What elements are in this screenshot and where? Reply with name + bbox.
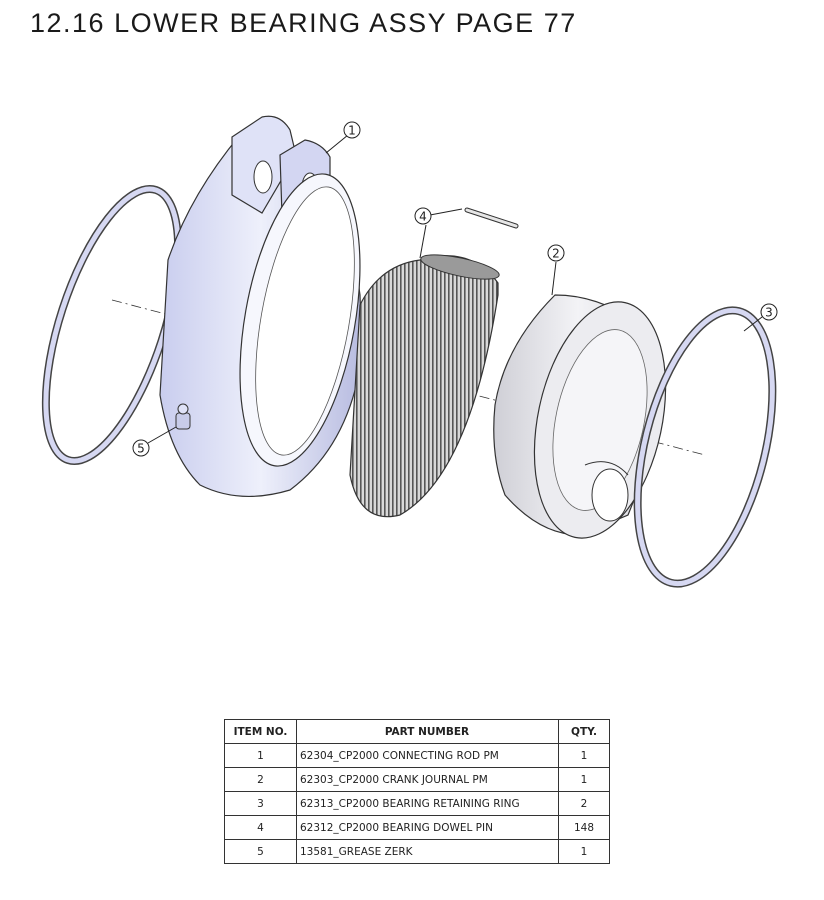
callout-1: 1 [325, 121, 361, 154]
grease-zerk [175, 403, 191, 430]
connecting-rod [159, 115, 363, 497]
cell-part: 13581_GREASE ZERK [296, 839, 559, 864]
cell-item: 2 [224, 767, 297, 792]
cell-part: 62304_CP2000 CONNECTING ROD PM [296, 743, 559, 768]
cell-part: 62313_CP2000 BEARING RETAINING RING [296, 791, 559, 816]
cell-item: 5 [224, 839, 297, 864]
callout-label-1: 1 [348, 124, 356, 138]
retaining-ring-right [633, 306, 777, 588]
table-header-row: ITEM NO. PART NUMBER QTY. [224, 719, 610, 744]
cell-part: 62303_CP2000 CRANK JOURNAL PM [296, 767, 559, 792]
callout-label-2: 2 [552, 247, 560, 261]
exploded-assembly-diagram: 1 2 3 4 5 [41, 115, 778, 588]
cell-item: 4 [224, 815, 297, 840]
cell-qty: 148 [558, 815, 610, 840]
cell-item: 3 [224, 791, 297, 816]
table-row: 2 62303_CP2000 CRANK JOURNAL PM 1 [224, 767, 610, 792]
retaining-ring-left [41, 184, 183, 466]
callout-5: 5 [132, 426, 177, 457]
header-qty: QTY. [558, 719, 610, 744]
table-row: 1 62304_CP2000 CONNECTING ROD PM 1 [224, 743, 610, 768]
cell-qty: 1 [558, 767, 610, 792]
crank-journal [493, 294, 667, 539]
table-row: 4 62312_CP2000 BEARING DOWEL PIN 148 [224, 815, 610, 840]
header-part-number: PART NUMBER [296, 719, 559, 744]
table-row: 3 62313_CP2000 BEARING RETAINING RING 2 [224, 791, 610, 816]
callout-3: 3 [743, 303, 778, 332]
cell-part: 62312_CP2000 BEARING DOWEL PIN [296, 815, 559, 840]
dowel-pin-single [464, 207, 519, 229]
callout-label-5: 5 [137, 442, 145, 456]
cell-qty: 1 [558, 743, 610, 768]
callout-label-3: 3 [765, 306, 773, 320]
callout-4: 4 [414, 207, 463, 259]
header-item-no: ITEM NO. [224, 719, 297, 744]
callout-2: 2 [547, 244, 565, 296]
cell-item: 1 [224, 743, 297, 768]
bill-of-materials-table: ITEM NO. PART NUMBER QTY. 1 62304_CP2000… [224, 719, 610, 864]
cell-qty: 1 [558, 839, 610, 864]
roller-bearing-set [349, 254, 500, 518]
page-title: 12.16 LOWER BEARING ASSY PAGE 77 [30, 8, 577, 38]
table-row: 5 13581_GREASE ZERK 1 [224, 839, 610, 864]
callout-label-4: 4 [419, 210, 427, 224]
cell-qty: 2 [558, 791, 610, 816]
